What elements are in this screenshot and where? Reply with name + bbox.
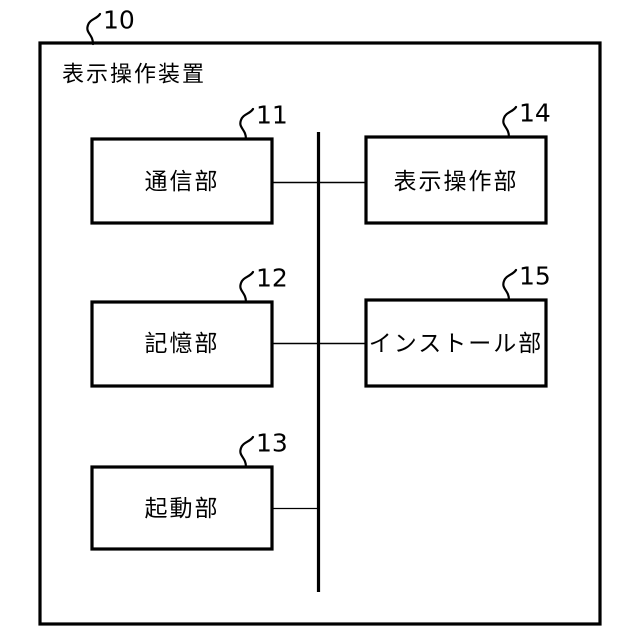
ref-number-14: 14 xyxy=(519,99,551,128)
block-label-startup-unit: 起動部 xyxy=(145,496,220,522)
block-label-display-operation-unit: 表示操作部 xyxy=(394,169,519,195)
ref-number-12: 12 xyxy=(256,264,288,293)
block-label-storage-unit: 記憶部 xyxy=(145,331,220,357)
leader-line-13 xyxy=(239,435,255,469)
block-install-unit xyxy=(364,298,548,388)
ref-number-10: 10 xyxy=(103,6,135,35)
block-label-install-unit: インストール部 xyxy=(369,331,544,357)
ref-number-11: 11 xyxy=(256,101,288,130)
leader-line-10 xyxy=(86,12,102,46)
block-storage-unit xyxy=(90,300,274,388)
block-label-communication-unit: 通信部 xyxy=(145,169,220,195)
block-display-operation-unit xyxy=(364,135,548,225)
ref-number-15: 15 xyxy=(519,262,551,291)
leader-line-12 xyxy=(239,270,255,304)
block-startup-unit xyxy=(90,465,274,551)
device-title: 表示操作装置 xyxy=(62,63,206,88)
block-communication-unit xyxy=(90,137,274,225)
leader-line-14 xyxy=(502,105,518,139)
ref-number-13: 13 xyxy=(256,429,288,458)
leader-line-11 xyxy=(239,107,255,141)
leader-line-15 xyxy=(502,268,518,302)
